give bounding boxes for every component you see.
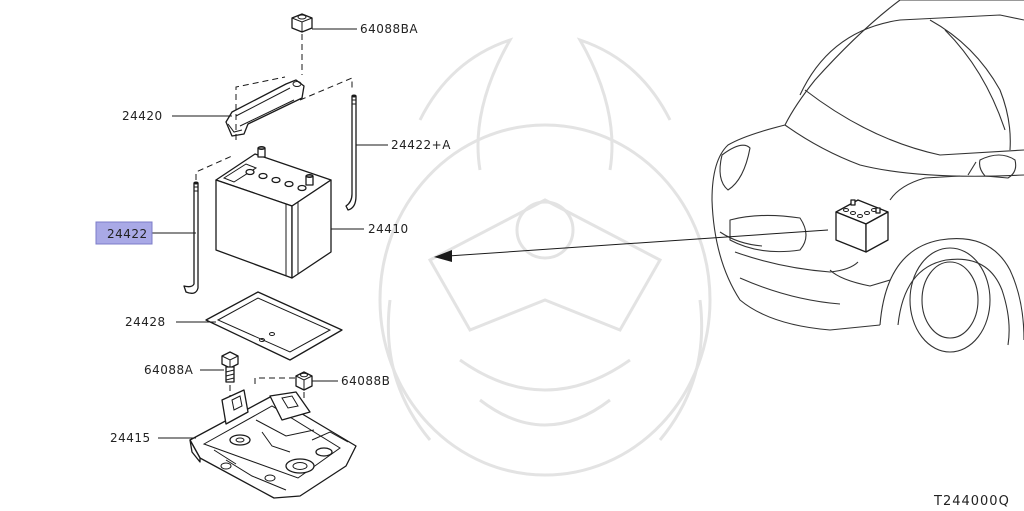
label-24422-A[interactable]: 24422+A bbox=[391, 138, 451, 152]
battery-bracket-24415[interactable] bbox=[189, 389, 357, 499]
label-64088B[interactable]: 64088B bbox=[341, 374, 390, 388]
rod-24422-A[interactable] bbox=[345, 94, 357, 211]
bolt-64088A[interactable] bbox=[221, 351, 239, 383]
battery-frame-24420[interactable] bbox=[225, 79, 305, 137]
battery-location-icon bbox=[835, 199, 889, 253]
battery-tray-24428[interactable] bbox=[205, 291, 343, 361]
location-arrow bbox=[434, 229, 829, 262]
nut-64088BA[interactable] bbox=[291, 13, 313, 33]
nut-64088B[interactable] bbox=[295, 371, 313, 391]
reference-code: T244000Q bbox=[933, 494, 1010, 509]
vehicle-outline bbox=[711, 0, 1024, 353]
rod-24422[interactable] bbox=[183, 181, 199, 294]
watermark-emblem bbox=[378, 37, 712, 477]
label-64088A[interactable]: 64088A bbox=[144, 363, 194, 377]
label-24428[interactable]: 24428 bbox=[125, 315, 166, 329]
label-24422[interactable]: 24422 bbox=[107, 227, 148, 241]
label-24410[interactable]: 24410 bbox=[368, 222, 409, 236]
battery-24410[interactable] bbox=[215, 146, 332, 279]
label-24420[interactable]: 24420 bbox=[122, 109, 163, 123]
label-24415[interactable]: 24415 bbox=[110, 431, 151, 445]
highlight-box bbox=[95, 221, 153, 245]
label-64088BA[interactable]: 64088BA bbox=[360, 22, 418, 36]
leader-lines bbox=[152, 28, 388, 439]
